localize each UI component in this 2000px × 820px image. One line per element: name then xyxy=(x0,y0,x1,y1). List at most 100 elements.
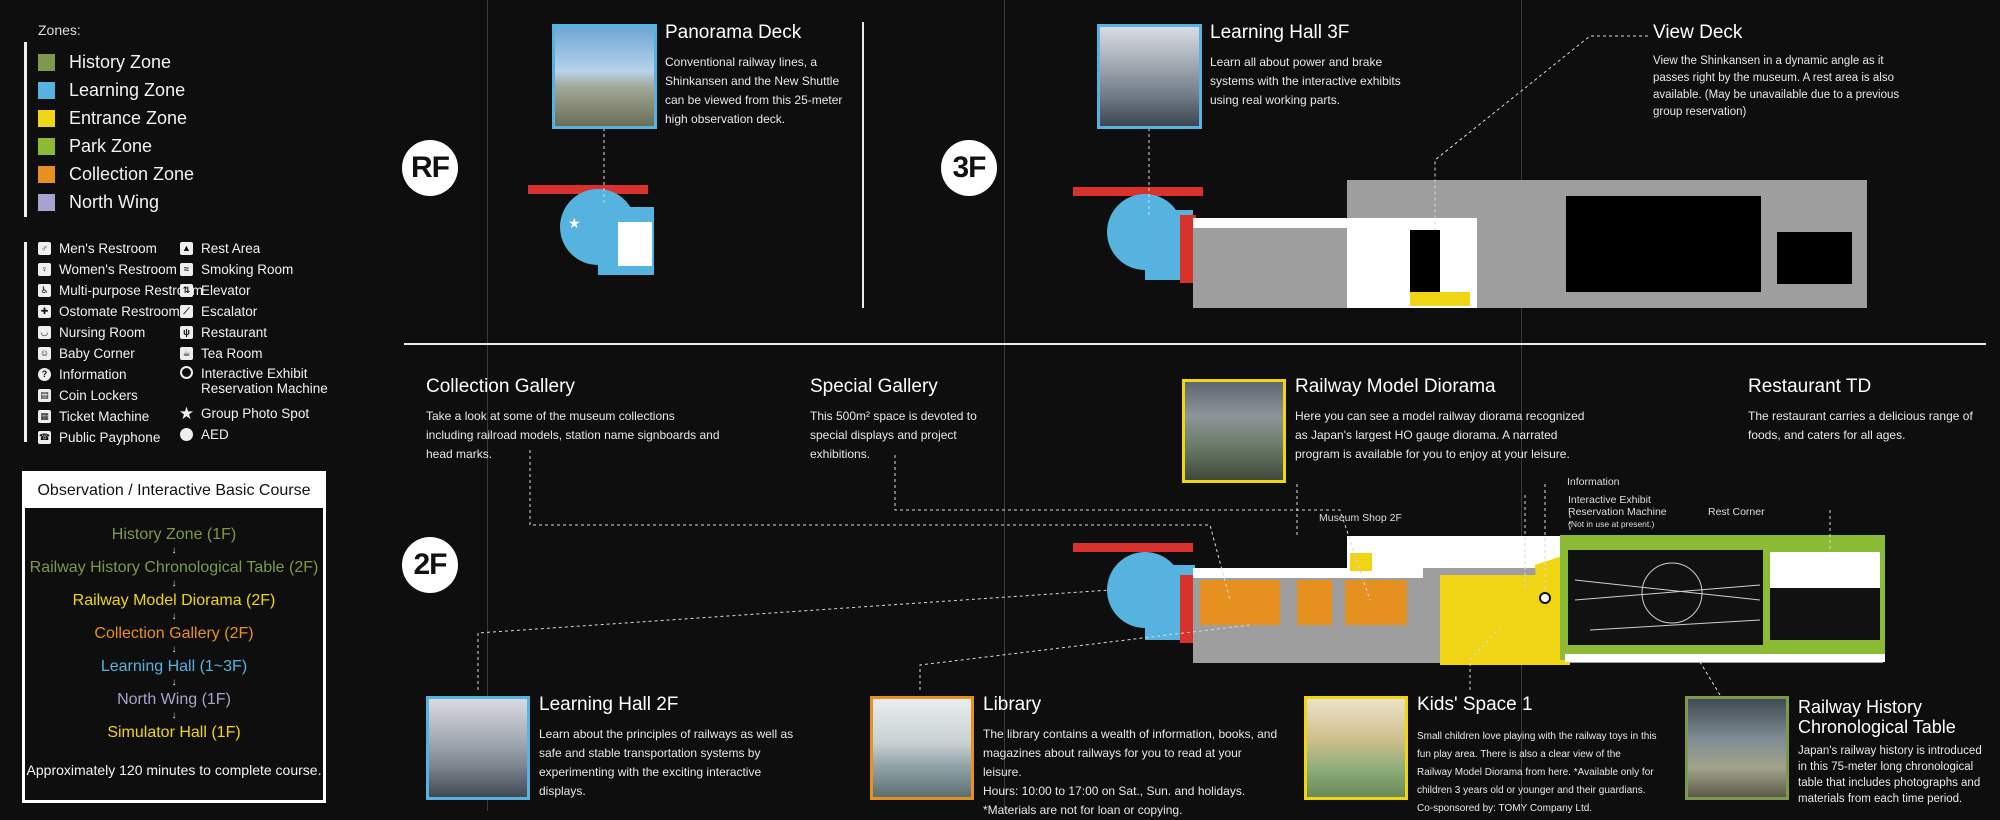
facility-label: Interactive Exhibit Reservation Machine xyxy=(201,366,328,396)
floor-badge-2f: 2F xyxy=(402,537,458,593)
restaurant-td-area xyxy=(1770,588,1880,640)
facility-label: Coin Lockers xyxy=(59,387,138,403)
basic-course-box: Observation / Interactive Basic Course H… xyxy=(22,471,326,803)
course-duration: Approximately 120 minutes to complete co… xyxy=(26,762,322,778)
facility-label: Nursing Room xyxy=(59,324,146,340)
zone-legend-item: History Zone xyxy=(38,50,171,74)
reservation-machine-icon xyxy=(180,366,193,379)
callout-leader-lines xyxy=(477,35,1831,696)
facility-label: Information xyxy=(59,366,127,382)
restaurant-icon: ψ xyxy=(180,325,193,339)
zone-label: History Zone xyxy=(69,51,172,72)
3f-stairs xyxy=(1073,187,1203,196)
nursing-room-icon: ◡ xyxy=(38,325,51,339)
learning-hall-2f-text: Learn about the principles of railways a… xyxy=(539,727,794,798)
floor-divider xyxy=(404,343,1986,345)
chronological-table-strip xyxy=(1565,654,1885,662)
special-gallery-text: This 500m² space is devoted to special d… xyxy=(810,409,977,461)
facility-legend-item: ▦ Ticket Machine xyxy=(38,406,203,426)
zone-label: Collection Zone xyxy=(69,163,195,184)
smoking-room-icon: ≈ xyxy=(180,262,193,276)
course-arrow-icon: ↓ xyxy=(171,710,177,721)
facility-label: Rest Area xyxy=(201,240,261,256)
floor-badge-rf: RF xyxy=(402,140,458,196)
rf-stairs xyxy=(528,185,648,194)
3f-core xyxy=(1180,215,1196,283)
3f-void xyxy=(1410,230,1440,295)
facility-legend-item: ☺Baby Corner xyxy=(38,343,203,363)
facility-label: Ticket Machine xyxy=(59,408,150,424)
zone-label: North Wing xyxy=(69,191,160,212)
baby-corner-icon: ☺ xyxy=(38,346,51,360)
2f-corridor xyxy=(1193,568,1423,578)
chronological-table-title: Railway History Chronological Table xyxy=(1798,697,1956,737)
course-arrow-icon: ↓ xyxy=(171,545,177,556)
kids-space-text: Small children love playing with the rai… xyxy=(1417,731,1657,814)
ostomate-restroom-icon: ✚ xyxy=(38,304,51,318)
aed-icon xyxy=(180,427,193,441)
information-icon: ? xyxy=(38,367,51,381)
learning-hall-2f-photo xyxy=(426,696,530,800)
rf-map: ★ xyxy=(528,185,654,275)
2f-core xyxy=(1180,575,1196,643)
zone-legend-item: Learning Zone xyxy=(38,78,185,102)
railway-model-diorama-photo xyxy=(1182,379,1286,483)
facility-legend-item: ♂Men's Restroom xyxy=(38,238,203,258)
panorama-deck-title: Panorama Deck xyxy=(665,22,802,43)
course-step: Railway Model Diorama (2F) xyxy=(72,592,276,609)
library-title: Library xyxy=(983,694,1042,715)
3f-map xyxy=(1073,180,1867,308)
facility-legend-item: AED xyxy=(180,424,331,444)
panorama-deck-text: Conventional railway lines, a Shinkansen… xyxy=(665,55,843,126)
zones-divider xyxy=(24,42,27,217)
chronological-table-text: Japan's railway history is introduced in… xyxy=(1798,745,1982,805)
facility-label: Group Photo Spot xyxy=(201,405,310,421)
zone-color-swatch xyxy=(38,81,55,99)
course-step: Collection Gallery (2F) xyxy=(94,625,254,642)
library-photo xyxy=(870,696,974,800)
restaurant-td-text: The restaurant carries a delicious range… xyxy=(1748,409,1973,442)
course-arrow-icon: ↓ xyxy=(171,611,177,622)
railway-model-diorama-title: Railway Model Diorama xyxy=(1295,376,1496,397)
facility-legend-item: Interactive Exhibit Reservation Machine xyxy=(180,364,331,402)
facility-label: Tea Room xyxy=(201,345,263,361)
course-step: North Wing (1F) xyxy=(117,691,231,708)
facility-label: Women's Restroom xyxy=(59,261,177,277)
facility-legend-item: ψ Restaurant xyxy=(180,322,331,342)
zone-legend-item: Entrance Zone xyxy=(38,106,187,130)
special-gallery-title: Special Gallery xyxy=(810,376,938,397)
course-arrow-icon: ↓ xyxy=(171,677,177,688)
view-deck-title: View Deck xyxy=(1653,22,1743,43)
ticket-machine-icon: ▦ xyxy=(38,409,51,423)
facility-legend-item: ▲Rest Area xyxy=(180,238,331,258)
kids-space-photo xyxy=(1304,696,1408,800)
museum-shop-area xyxy=(1350,553,1372,571)
facility-legend-left: ♂Men's Restroom♀Women's Restroom♿Multi-p… xyxy=(38,238,203,448)
3f-opening-large xyxy=(1566,196,1761,292)
photo-spot-star-icon: ★ xyxy=(568,215,581,231)
zone-legend-item: North Wing xyxy=(38,190,159,214)
zone-color-swatch xyxy=(38,193,55,211)
zone-color-swatch xyxy=(38,137,55,155)
facility-legend-item: ⇅Elevator xyxy=(180,280,331,300)
diorama-turntable xyxy=(1641,562,1703,624)
escalator-icon: ⟋ xyxy=(180,304,193,318)
zone-color-swatch xyxy=(38,109,55,127)
3f-entrance-strip xyxy=(1410,292,1470,306)
facility-legend-item: ✚Ostomate Restroom xyxy=(38,301,203,321)
restaurant-td-title: Restaurant TD xyxy=(1748,376,1872,397)
facility-legend-item: ★ Group Photo Spot xyxy=(178,403,331,423)
photo-spot-star-icon: ★ xyxy=(178,403,195,423)
collection-gallery-area-2 xyxy=(1297,580,1332,625)
facility-legend-item: ≈Smoking Room xyxy=(180,259,331,279)
2f-upper-corridor xyxy=(1347,536,1562,568)
facility-legend-item: ♀Women's Restroom xyxy=(38,259,203,279)
3f-opening-small xyxy=(1777,232,1852,284)
zone-color-swatch xyxy=(38,165,55,183)
zone-color-swatch xyxy=(38,53,55,71)
facility-label: Elevator xyxy=(201,282,251,298)
facility-label: Multi-purpose Restroom xyxy=(59,282,204,298)
facility-legend-item: ? Information xyxy=(38,364,203,384)
facility-label: Restaurant xyxy=(201,324,268,340)
